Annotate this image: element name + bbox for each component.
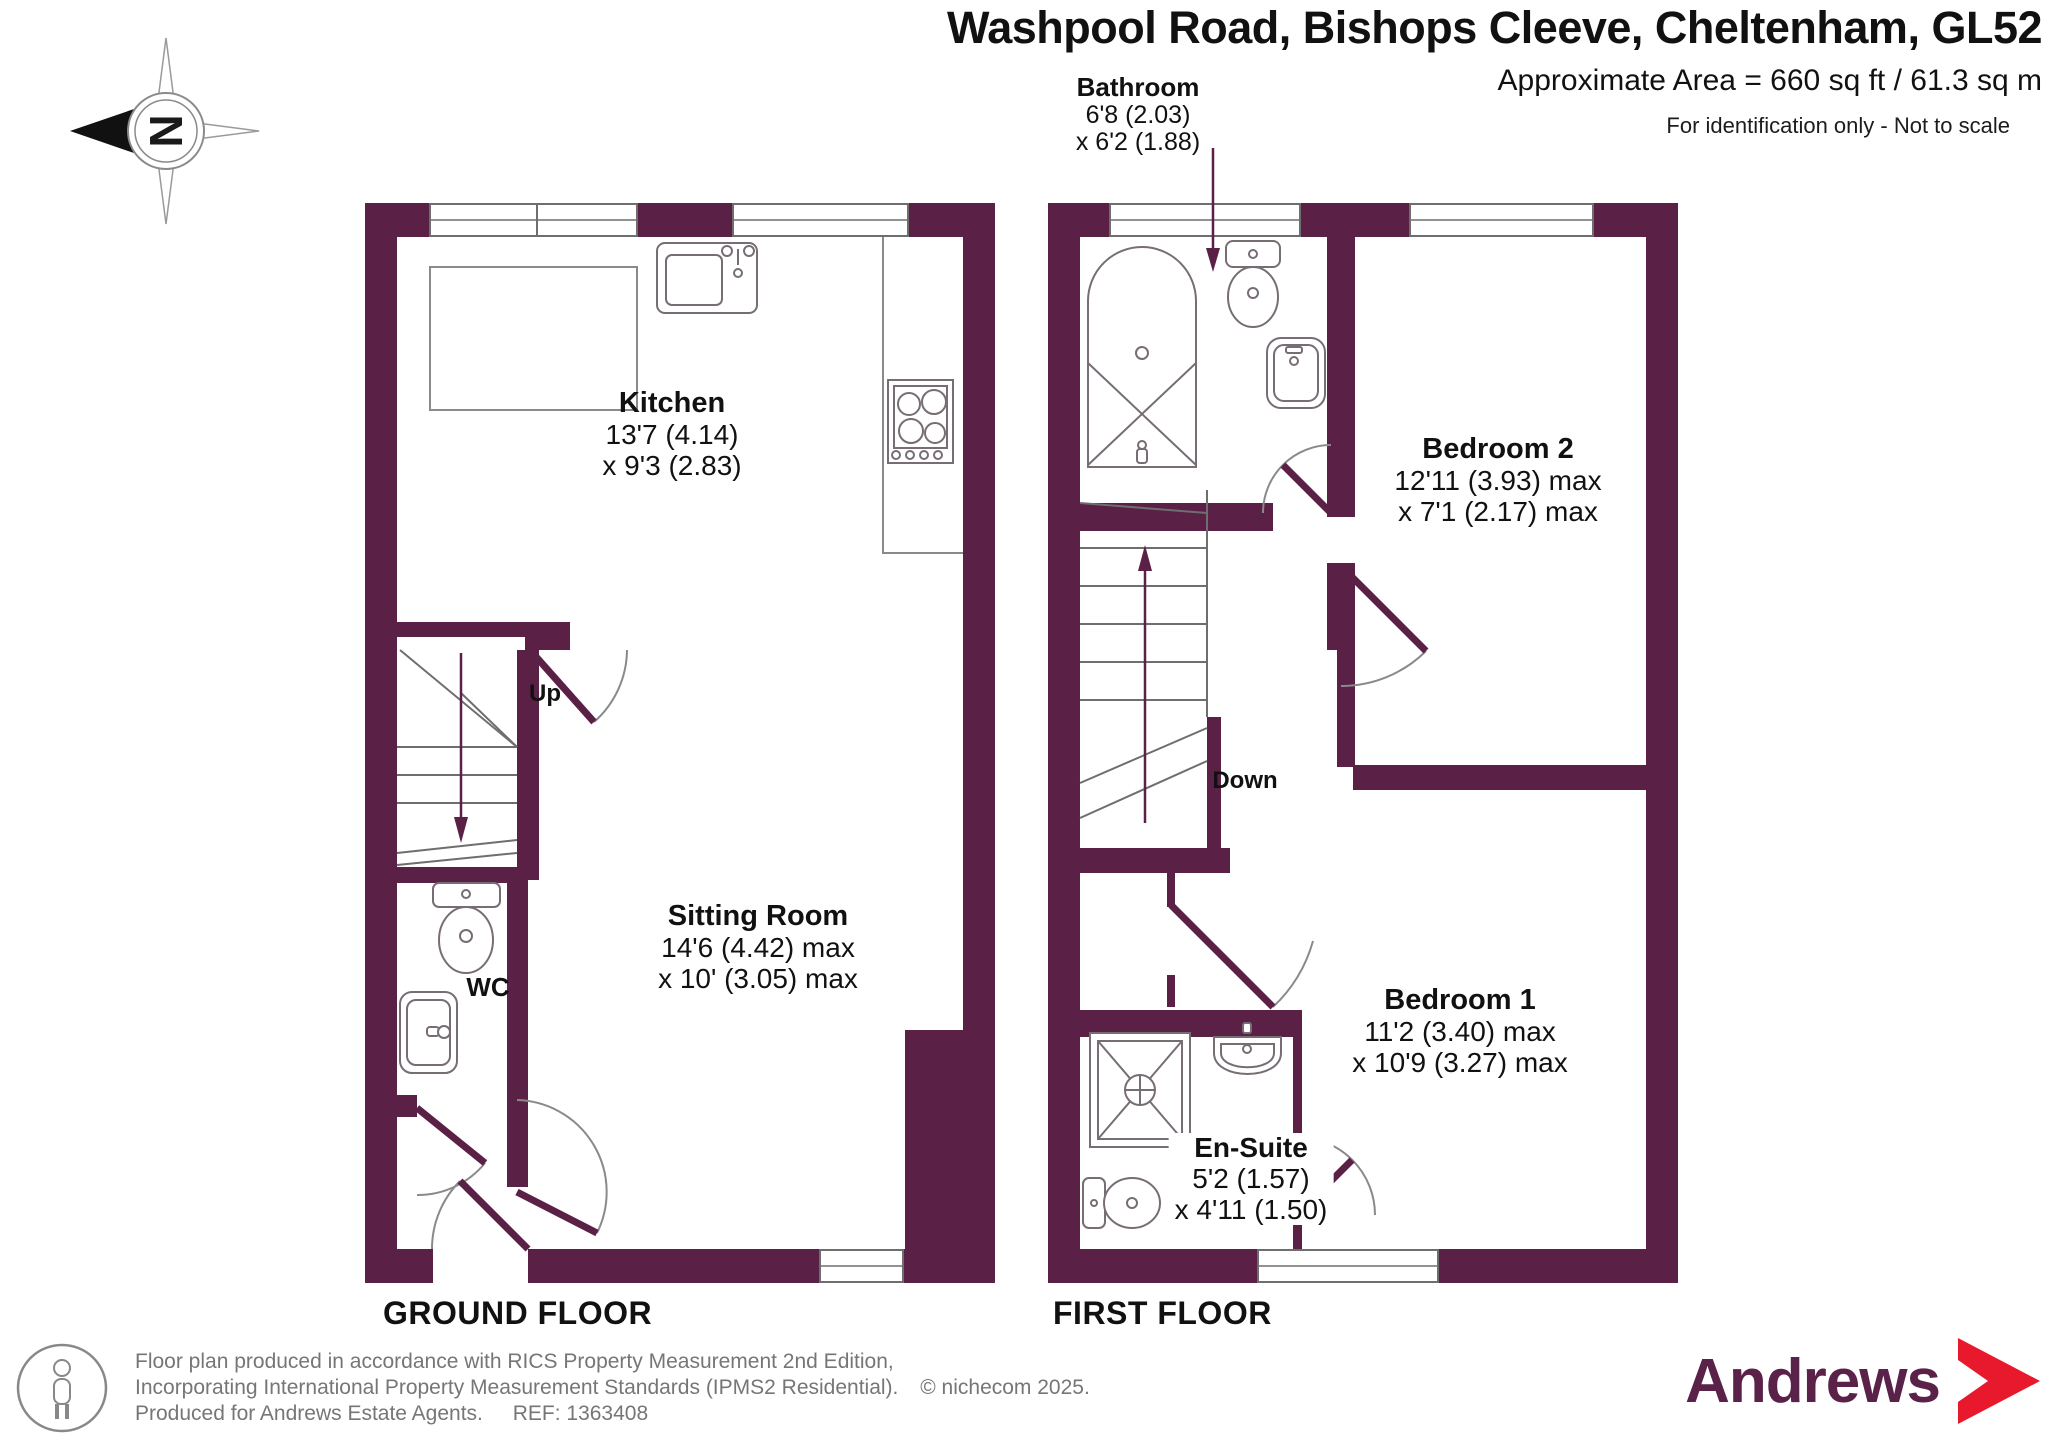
identification-disclaimer: For identification only - Not to scale [1666,113,2010,138]
room-label-kitchen: Kitchen 13'7 (4.14) x 9'3 (2.83) [602,387,742,481]
kitchen-sink-icon [656,242,758,314]
ground-floor-windows [429,203,909,1283]
ensuite-basin-icon [1213,1022,1282,1075]
wc-toilet-icon [432,882,501,974]
first-floor-windows [1109,203,1594,1283]
ground-floor-doors [414,647,628,1252]
bathroom-toilet-icon [1225,240,1281,328]
andrews-logo-chevron-icon [1958,1338,2040,1424]
ground-floor-walls [365,203,995,1283]
room-label-bedroom-2: Bedroom 2 12'11 (3.93) max x 7'1 (2.17) … [1394,433,1602,527]
wc-basin-icon [399,991,458,1074]
stairs-down-label: Down [1212,767,1278,794]
room-label-sitting-room: Sitting Room 14'6 (4.42) max x 10' (3.05… [658,900,858,994]
ensuite-toilet-icon [1082,1177,1161,1229]
bath-icon [1087,246,1197,468]
reference-number: REF: 1363408 [512,1402,649,1425]
footer-line-1: Floor plan produced in accordance with R… [135,1350,894,1373]
first-floor-plan [1048,203,1678,1283]
stairs-up [396,649,518,866]
copyright: © nichecom 2025. [920,1376,1090,1399]
stairs-direction-arrow [454,817,468,843]
hob-icon [887,379,954,464]
shower-icon [1089,1032,1191,1148]
first-floor-title: FIRST FLOOR [1053,1295,1272,1331]
approximate-area: Approximate Area = 660 sq ft / 61.3 sq m [1497,64,2042,97]
stairs-down [1079,490,1208,819]
ground-floor-title: GROUND FLOOR [383,1295,653,1331]
person-scale-icon [16,1343,108,1433]
compass-north-icon: N [70,37,260,225]
stairs-up-label: Up [529,680,561,707]
bathroom-pointer-arrow [1206,148,1220,272]
room-label-bathroom: Bathroom 6'8 (2.03) x 6'2 (1.88) [1075,72,1201,157]
room-label-wc: WC [466,972,510,1002]
ground-floor-plan [365,203,995,1283]
footer-line-3: Produced for Andrews Estate Agents. REF:… [135,1402,649,1425]
compass-west-arrow [70,109,134,153]
andrews-logo-text: Andrews [1685,1347,1941,1416]
room-label-en-suite: En-Suite 5'2 (1.57) x 4'11 (1.50) [1168,1132,1334,1226]
footer-line-2: Incorporating International Property Mea… [135,1376,1090,1399]
bathroom-basin-icon [1266,337,1326,409]
stairs-direction-arrow [1138,545,1152,571]
kitchen-counter-lines [429,237,963,554]
front-door-opening [433,1249,528,1283]
page-title: Washpool Road, Bishops Cleeve, Cheltenha… [946,2,2043,53]
compass-letter: N [140,114,192,147]
room-label-bedroom-1: Bedroom 1 11'2 (3.40) max x 10'9 (3.27) … [1352,984,1568,1078]
